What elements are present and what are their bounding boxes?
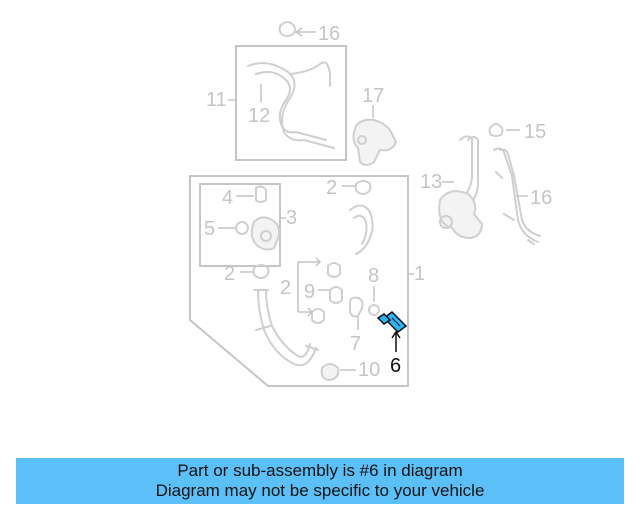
callout-16: 16 bbox=[530, 187, 552, 209]
info-banner: Part or sub-assembly is #6 in diagram Di… bbox=[16, 458, 624, 504]
banner-line-2: Diagram may not be specific to your vehi… bbox=[155, 481, 485, 500]
callout-14: 13 bbox=[420, 171, 442, 193]
part-hose-lower bbox=[253, 289, 319, 367]
part-8-washer bbox=[368, 286, 380, 316]
callout-2-left: 2 bbox=[224, 263, 235, 285]
part-2-clip-b bbox=[240, 264, 270, 279]
callout-17: 17 bbox=[362, 85, 384, 107]
callout-11: 11 bbox=[206, 89, 227, 111]
part-17-valve bbox=[352, 105, 398, 166]
part-6-sensor bbox=[376, 311, 408, 352]
callout-9: 9 bbox=[304, 281, 315, 303]
part-12-hose bbox=[247, 61, 335, 149]
banner-line-1: Part or sub-assembly is #6 in diagram bbox=[177, 461, 463, 480]
callout-6: 6 bbox=[390, 355, 401, 377]
part-hose-upper bbox=[349, 204, 374, 255]
group-frame-11 bbox=[235, 45, 347, 161]
part-15-clip bbox=[488, 123, 520, 137]
part-9-fitting bbox=[297, 257, 343, 324]
group-frame-1 bbox=[189, 175, 409, 387]
callout-1: 1 bbox=[414, 263, 425, 285]
part-16-pipe bbox=[493, 147, 541, 245]
part-2-clip-a bbox=[342, 180, 372, 195]
part-3-connector bbox=[250, 216, 281, 251]
callout-5: 5 bbox=[204, 218, 215, 240]
callout-8: 8 bbox=[368, 265, 379, 287]
callout-2-top: 2 bbox=[326, 177, 337, 199]
part-10-clip bbox=[320, 363, 356, 382]
callout-7: 7 bbox=[350, 333, 361, 355]
callout-12: 12 bbox=[248, 105, 270, 127]
part-4-clip bbox=[236, 185, 267, 203]
part-5-oring bbox=[218, 221, 249, 235]
callout-15: 15 bbox=[524, 121, 546, 143]
part-13-clip bbox=[278, 21, 316, 37]
part-7-clamp bbox=[349, 296, 364, 330]
group-frame-3 bbox=[199, 183, 281, 267]
callout-3: 3 bbox=[286, 207, 297, 229]
callout-2-mid: 2 bbox=[280, 277, 291, 299]
part-14-pump bbox=[438, 135, 484, 240]
callout-13: 16 bbox=[318, 23, 340, 45]
parts-diagram: 16 11 12 17 15 13 16 2 4 5 3 2 2 9 8 1 7… bbox=[189, 21, 552, 387]
callout-10: 10 bbox=[358, 359, 380, 381]
callout-4: 4 bbox=[222, 187, 233, 209]
